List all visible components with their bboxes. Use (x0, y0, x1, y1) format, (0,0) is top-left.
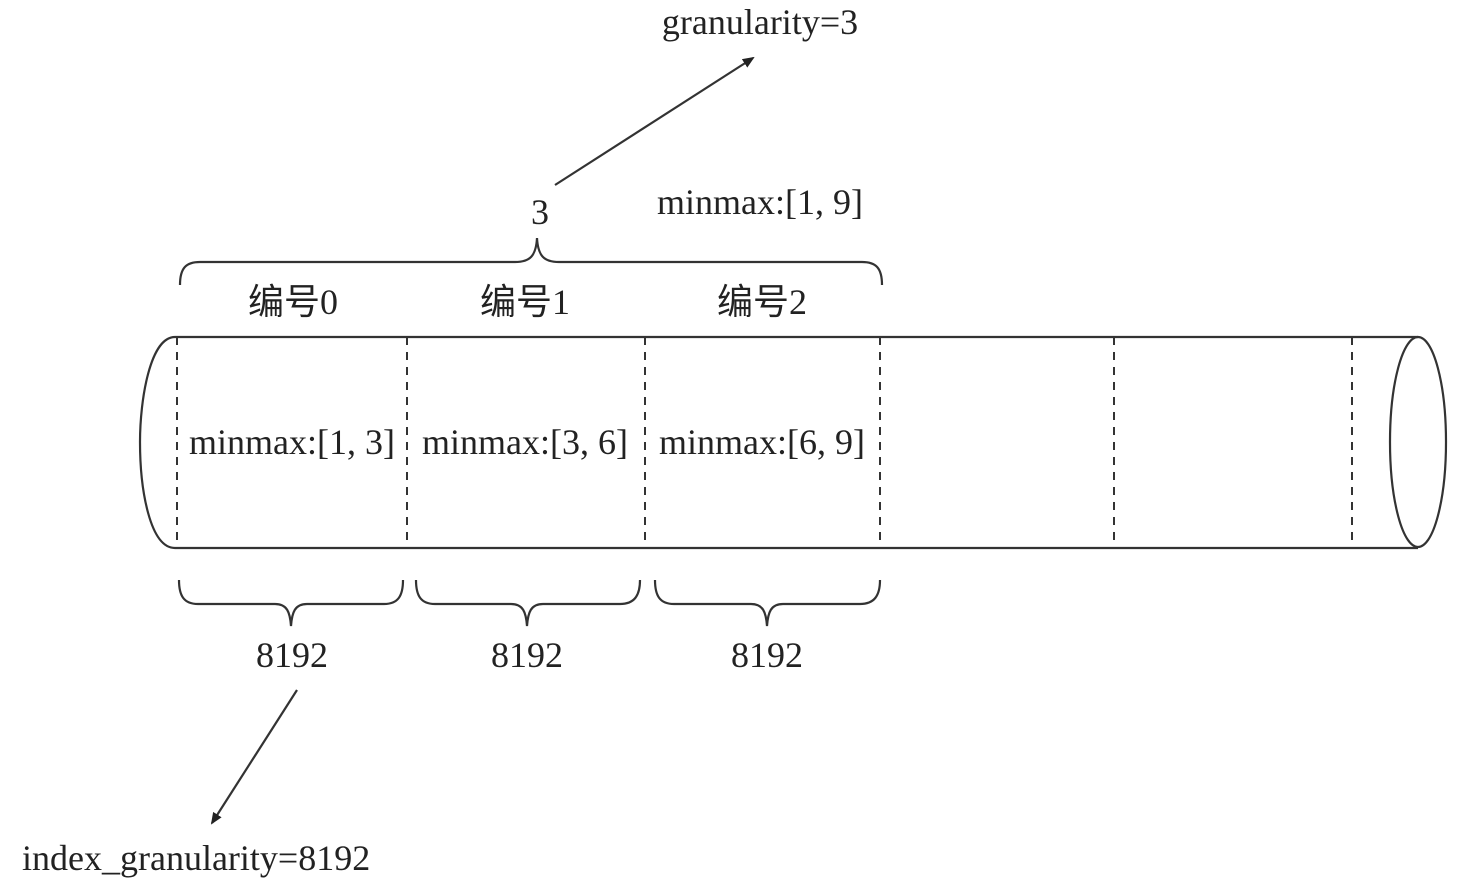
data-cylinder (138, 335, 1448, 550)
group-brace (178, 237, 884, 286)
mark-0-minmax: minmax:[1, 3] (189, 422, 395, 462)
cylinder-body (175, 335, 1418, 550)
mark-2-brace (653, 579, 882, 627)
mark-0-label: 编号0 (248, 282, 338, 322)
mark-2-rows: 8192 (731, 635, 803, 675)
mark-2-label: 编号2 (717, 282, 807, 322)
group-minmax: minmax:[1, 9] (657, 182, 863, 222)
mark-1-label: 编号1 (480, 282, 570, 322)
mark-1-minmax: minmax:[3, 6] (422, 422, 628, 462)
granularity-arrow (554, 56, 755, 186)
index-granularity-arrow (210, 689, 298, 825)
cylinder-left-end (138, 335, 176, 550)
granularity-label: granularity=3 (662, 2, 858, 42)
index-granularity-label: index_granularity=8192 (22, 838, 370, 878)
mark-0-brace (177, 579, 405, 627)
mark-0-rows: 8192 (256, 635, 328, 675)
mark-1-brace (414, 579, 642, 627)
mark-dividers (176, 337, 1353, 548)
cylinder-right-end (1388, 335, 1448, 549)
mark-2-minmax: minmax:[6, 9] (659, 422, 865, 462)
mark-1-rows: 8192 (491, 635, 563, 675)
group-count: 3 (531, 192, 549, 232)
